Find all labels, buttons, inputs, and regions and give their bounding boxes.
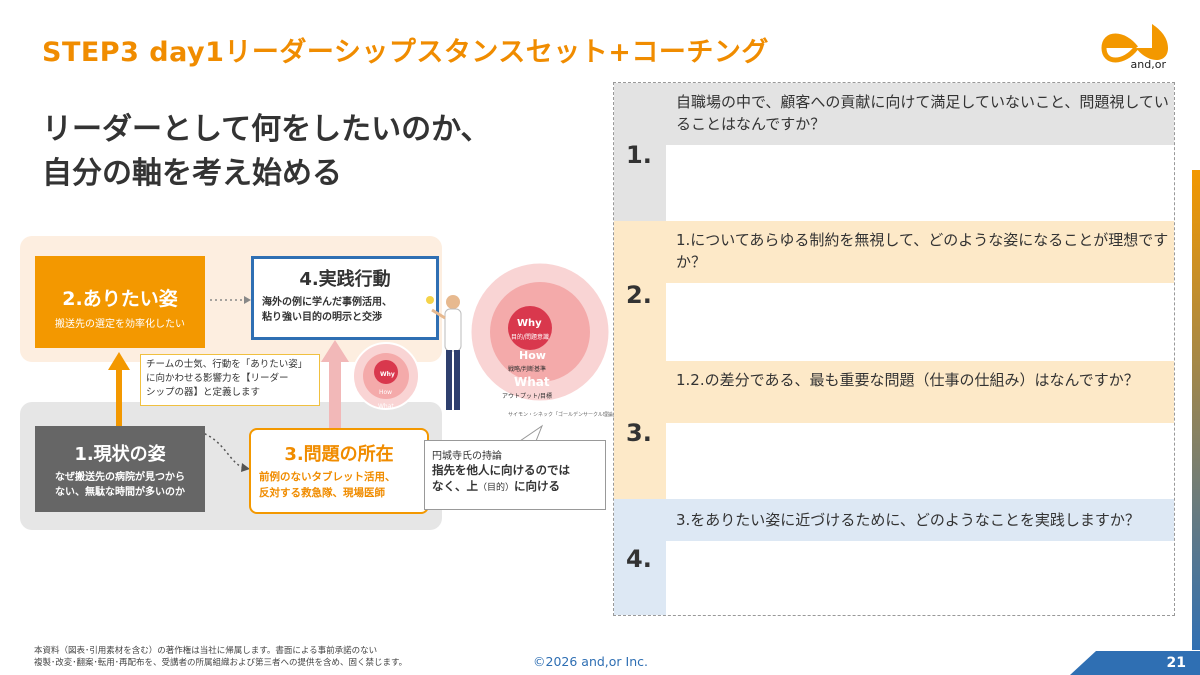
golden-circle-illustration — [352, 260, 610, 410]
page-number: 21 — [1166, 655, 1186, 671]
row4-question: 3.をありたい姿に近づけるために、どのようなことを実践しますか？ — [666, 499, 1174, 541]
diagram-arrows — [108, 296, 349, 472]
quote-line2a: なく、上 — [432, 479, 478, 493]
current-state-box: 1.現状の姿 なぜ搬送先の病院が見つから ない、無駄な時間が多いのか — [35, 426, 205, 512]
practice-action-sub1: 海外の例に学んだ事例活用、 — [262, 297, 392, 308]
row1-number-cell — [614, 83, 666, 221]
ideal-state-sub: 搬送先の選定を効率化したい — [55, 319, 185, 330]
problem-location-box: 3.問題の所在 前例のないタブレット活用、 反対する救急隊、現場医師 — [249, 428, 429, 514]
row3-number-cell — [614, 361, 666, 499]
golden-circle-citation: サイモン・シネック「ゴールデンサークル理論」 — [508, 412, 618, 418]
why-label: Why — [517, 318, 542, 329]
row3-question: 1.2.の差分である、最も重要な問題（仕事の仕組み）はなんですか？ — [666, 361, 1174, 423]
row1-question: 自職場の中で、顧客への貢献に向けて満足していないこと、問題視していることはなんで… — [666, 83, 1174, 145]
row3-answer-area[interactable] — [666, 423, 1174, 499]
copyright-notice-line1: 本資料（図表･引用素材を含む）の著作権は当社に帰属します。書面による事前承諾のな… — [34, 646, 378, 656]
ideal-state-box: 2.ありたい姿 搬送先の選定を効率化したい — [35, 256, 205, 348]
worksheet-table: 1. 自職場の中で、顧客への貢献に向けて満足していないこと、問題視していることは… — [613, 82, 1175, 616]
current-state-sub1: なぜ搬送先の病院が見つから — [55, 472, 185, 483]
row4-number-cell — [614, 499, 666, 615]
quote-line2b: （目的） — [478, 483, 515, 493]
right-accent-stripe — [1192, 170, 1200, 650]
callout-line3: シップの器】と定義します — [146, 387, 261, 398]
why-sub-label: 目的/問題意識 — [511, 334, 550, 341]
practice-action-box: 4.実践行動 海外の例に学んだ事例活用、 粘り強い目的の明示と交渉 — [251, 256, 439, 340]
practice-action-sub2: 粘り強い目的の明示と交渉 — [262, 312, 382, 323]
problem-location-sub1: 前例のないタブレット活用、 — [259, 471, 396, 483]
ideal-state-title: 2.ありたい姿 — [62, 288, 178, 310]
headline-line1: リーダーとして何をしたいのか、 — [42, 112, 491, 147]
row2-number-cell — [614, 221, 666, 361]
callout-line2: に向かわせる影響力を【リーダー — [146, 373, 289, 384]
problem-location-sub2: 反対する救急隊、現場医師 — [259, 487, 385, 499]
callout-line1: チームの士気、行動を「ありたい姿」 — [146, 359, 308, 370]
small-why-label: Why — [380, 371, 395, 378]
current-state-sub2: ない、無駄な時間が多いのか — [55, 487, 185, 498]
quote-line2: なく、上（目的）に向ける — [432, 478, 598, 496]
copyright-notice-line2: 複製･改変･翻案･転用･再配布を、受講者の所属組織および第三者への提供を含め、固… — [34, 658, 408, 668]
current-state-title: 1.現状の姿 — [74, 444, 166, 465]
quote-intro: 円城寺氏の持論 — [432, 451, 502, 462]
problem-location-title: 3.問題の所在 — [284, 444, 394, 465]
page-title: STEP3 day1リーダーシップスタンスセット+コーチング — [42, 37, 769, 68]
quote-line2c: に向ける — [514, 479, 561, 493]
row4-number: 4. — [626, 545, 652, 573]
row3-number: 3. — [626, 419, 652, 447]
row2-question: 1.についてあらゆる制約を無視して、どのような姿になることが理想ですか？ — [666, 221, 1174, 283]
small-what-label: What — [378, 403, 394, 410]
copyright-text: ©2026 and,or Inc. — [533, 654, 648, 669]
quote-line1: 指先を他人に向けるのでは — [432, 463, 570, 477]
what-sub-label: アウトプット/目標 — [502, 393, 553, 400]
small-how-label: How — [379, 389, 393, 396]
headline-line2: 自分の軸を考え始める — [42, 156, 342, 191]
leadership-callout: チームの士気、行動を「ありたい姿」 に向かわせる影響力を【リーダー シップの器】… — [140, 354, 320, 406]
copyright-notice: 本資料（図表･引用素材を含む）の著作権は当社に帰属します。書面による事前承諾のな… — [34, 645, 407, 669]
row1-answer-area[interactable] — [666, 145, 1174, 221]
practice-action-title: 4.実践行動 — [299, 269, 391, 290]
how-label: How — [519, 349, 546, 362]
logo-text: and,or — [1130, 58, 1166, 71]
row2-number: 2. — [626, 281, 652, 309]
row1-number: 1. — [626, 141, 652, 169]
headline: リーダーとして何をしたいのか、 自分の軸を考え始める — [42, 108, 491, 196]
how-sub-label: 戦略/判断基準 — [508, 366, 547, 373]
row2-answer-area[interactable] — [666, 283, 1174, 361]
enjoji-quote-box: 円城寺氏の持論 指先を他人に向けるのでは なく、上（目的）に向ける — [424, 440, 606, 510]
what-label: What — [514, 375, 550, 389]
row4-answer-area[interactable] — [666, 541, 1174, 615]
and-or-logo-icon — [1101, 24, 1168, 63]
